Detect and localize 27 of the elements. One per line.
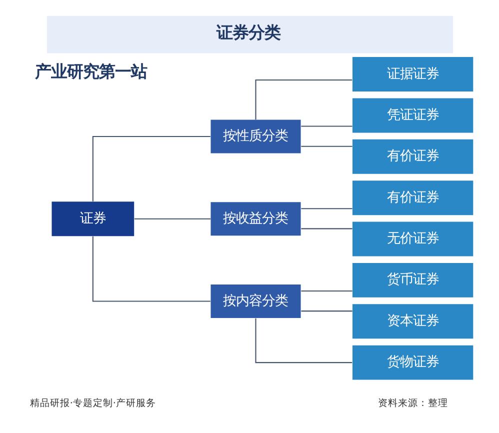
label: 资料来源：整理 — [377, 398, 448, 410]
node-box: 有价证券 — [352, 139, 473, 174]
node-box: 货物证券 — [352, 345, 473, 380]
node-box: 证券 — [51, 202, 134, 236]
connector — [300, 310, 352, 312]
node-box: 无价证券 — [352, 222, 473, 256]
node-box: 有价证券 — [352, 180, 473, 216]
node-box: 凭证证券 — [352, 98, 473, 133]
connector — [134, 218, 210, 220]
node-box: 按内容分类 — [210, 284, 300, 318]
label: 产业研究第一站 — [34, 62, 146, 82]
diagram-title: 证券分类 — [216, 22, 280, 42]
connector — [300, 228, 352, 230]
node-box: 货币证券 — [352, 262, 473, 298]
node-box: 按收益分类 — [210, 202, 300, 236]
node-box: 资本证券 — [352, 304, 473, 339]
connector — [300, 290, 352, 292]
connector — [92, 236, 210, 302]
connector — [254, 79, 352, 120]
label: 精品研报·专题定制·产研服务 — [29, 398, 156, 410]
connector — [92, 136, 210, 202]
connector — [300, 126, 352, 127]
node-box: 按性质分类 — [210, 120, 300, 154]
connector — [300, 208, 352, 210]
connector — [300, 146, 352, 147]
node-box: 证据证券 — [352, 57, 473, 92]
connector — [254, 318, 352, 364]
